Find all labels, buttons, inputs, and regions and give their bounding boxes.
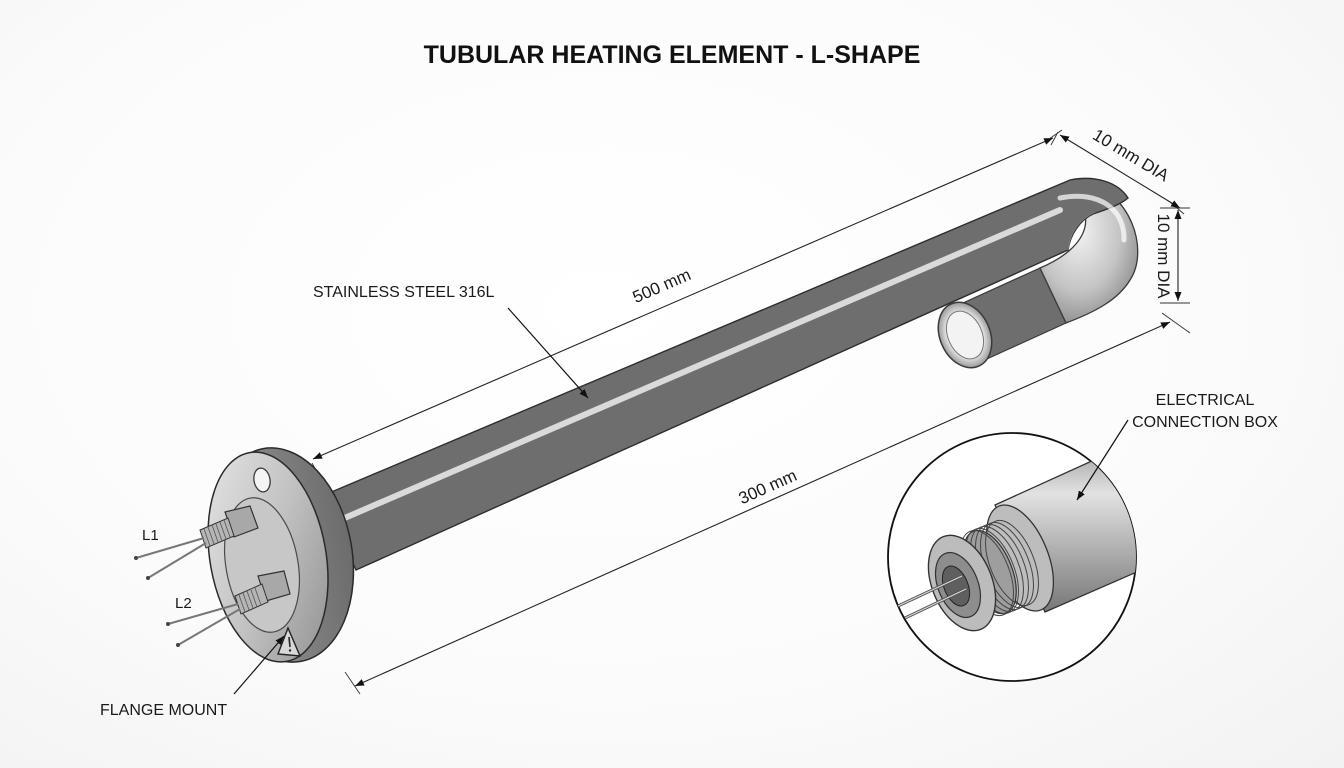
callout-flange: FLANGE MOUNT: [100, 702, 227, 719]
flange: [207, 447, 355, 663]
callout-material-leader: [507, 307, 589, 399]
wire-tip: [134, 556, 138, 560]
wire-tip: [166, 622, 170, 626]
terminal-thread: [199, 517, 235, 549]
callout-material: STAINLESS STEEL 316L: [313, 284, 495, 301]
lead-wire: [135, 537, 205, 559]
callout-connection-leader: [1076, 419, 1129, 501]
connection-detail: [887, 432, 1137, 682]
callout-connection-line2: CONNECTION BOX: [1132, 414, 1278, 431]
thread-lines: [238, 587, 262, 613]
dimension-label-diameter-side: 10 mm DIA: [1154, 213, 1173, 299]
bend-inner-edge: [1067, 211, 1096, 251]
terminal-label-l2: L2: [175, 595, 192, 612]
tube-highlight: [337, 207, 1063, 523]
tube-bore: [945, 310, 985, 360]
thread-lines: [203, 519, 231, 547]
wire-tip: [146, 576, 150, 580]
lead-wire: [147, 542, 207, 579]
heating-tube: [321, 177, 1139, 571]
dimension-label-500: 500 mm: [630, 265, 694, 307]
dimension-line-300: [354, 321, 1171, 687]
extension-line: [1048, 129, 1063, 140]
lead-wire: [177, 608, 241, 646]
dimension-diameter-side: 10 mm DIA: [1154, 207, 1190, 304]
lead-wire: [167, 603, 239, 625]
callout-flange-leader: [233, 635, 285, 695]
terminal-l2: [166, 570, 291, 647]
callout-connection-line1: ELECTRICAL: [1156, 392, 1255, 409]
dimension-line-diameter-top: [1059, 134, 1181, 209]
bolt-hole: [253, 467, 271, 493]
u-bend: [1039, 182, 1139, 324]
dimension-label-diameter-top: 10 mm DIA: [1089, 125, 1172, 185]
diagram-title: TUBULAR HEATING ELEMENT - L-SHAPE: [424, 41, 921, 69]
wire-tip: [176, 643, 180, 647]
terminal-label-l1: L1: [142, 527, 159, 544]
bend-highlight: [1057, 193, 1127, 243]
extension-line: [344, 671, 361, 695]
extension-line: [1161, 312, 1191, 334]
terminal-l1: [134, 505, 259, 580]
